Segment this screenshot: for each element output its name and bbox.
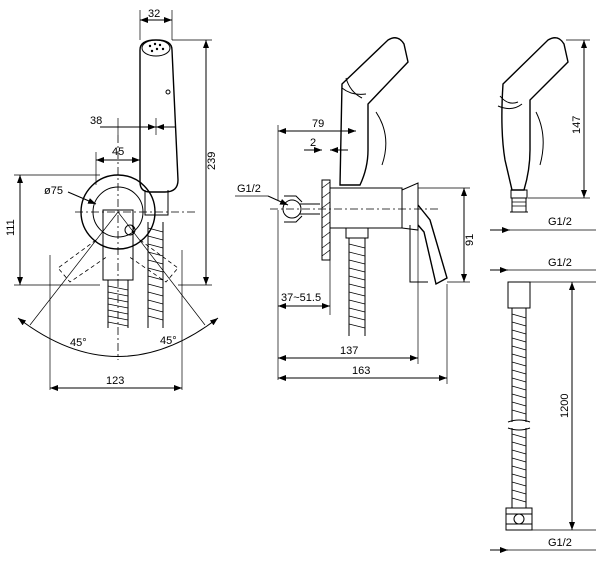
front-view — [18, 40, 218, 390]
angle-45-left: 45° — [70, 337, 87, 349]
dim-diameter-75: ø75 — [44, 185, 63, 197]
wall-plate — [322, 180, 330, 260]
angle-45-right: 45° — [160, 335, 177, 347]
dim-111: 111 — [5, 219, 17, 236]
dim-2: 2 — [310, 137, 316, 149]
lever-left-hidden — [58, 240, 108, 282]
trigger-dot — [166, 90, 170, 94]
spray-face — [142, 40, 170, 56]
hose-side — [349, 238, 365, 336]
dim-123: 123 — [106, 375, 124, 387]
dim-147: 147 — [571, 116, 583, 134]
handshower-outline — [140, 40, 178, 192]
spray-holes-icon — [149, 43, 164, 52]
side-valve-body — [330, 188, 402, 228]
dim-1200: 1200 — [559, 394, 571, 418]
hose-lower — [512, 428, 526, 508]
side-handshower-outline — [340, 38, 408, 185]
dim-g12-b: G1/2 — [548, 257, 572, 269]
side-lever — [418, 205, 447, 284]
handshower-detail: 147 G1/2 — [490, 38, 596, 230]
dim-79: 79 — [312, 118, 324, 130]
side-dimensions: 79 2 G1/2 91 37~51.5 137 163 — [235, 118, 476, 384]
dim-38: 38 — [90, 115, 102, 127]
dim-32: 32 — [148, 8, 160, 20]
hose-detail: G1/2 1200 G1/2 — [490, 257, 596, 550]
dim-137: 137 — [340, 345, 358, 357]
dim-37-51-5: 37~51.5 — [281, 292, 321, 304]
dim-g12-a: G1/2 — [548, 216, 572, 228]
hose-upper — [512, 308, 526, 422]
dim-239: 239 — [206, 152, 218, 170]
dim-45: 45 — [112, 146, 124, 158]
dim-91: 91 — [464, 234, 476, 246]
dim-g12-side: G1/2 — [237, 183, 261, 195]
dim-163: 163 — [352, 365, 370, 377]
hose-front-1 — [108, 280, 128, 328]
dim-g12-c: G1/2 — [548, 537, 572, 549]
detail-handshower-outline — [502, 38, 568, 190]
